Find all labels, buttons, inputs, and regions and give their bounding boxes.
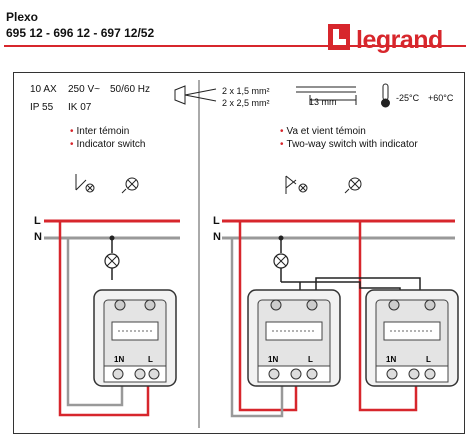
right2-terminal-n-label: 1N <box>386 355 396 364</box>
left-terminal-l-label: L <box>148 355 153 364</box>
right1-terminal-l-label: L <box>308 355 313 364</box>
product-name: Plexo <box>6 10 39 24</box>
right-switch-mechanism-1 <box>247 289 341 387</box>
ip-rating: IP 55 <box>30 102 54 113</box>
rating-frequency: 50/60 Hz <box>110 84 151 95</box>
temperature-max: +60°C <box>428 93 454 103</box>
wire-strip-icon <box>174 85 217 105</box>
right-switch-symbol-icon <box>285 175 308 194</box>
thermometer-icon <box>381 83 390 108</box>
right-live-label: L <box>213 215 220 227</box>
rating-voltage: 250 V~ <box>68 84 100 95</box>
right-label-en: •Two-way switch with indicator <box>280 139 418 150</box>
ik-rating: IK 07 <box>68 102 92 113</box>
right-switch-mechanism-2 <box>365 289 459 387</box>
wire-size-2: 2 x 2,5 mm² <box>222 98 270 108</box>
temperature-min: -25°C <box>396 93 420 103</box>
header-rule <box>4 45 466 47</box>
left-label-en: •Indicator switch <box>70 139 146 150</box>
wire-size-1: 2 x 1,5 mm² <box>222 86 270 96</box>
right-label-fr: •Va et vient témoin <box>280 126 366 137</box>
right2-terminal-l-label: L <box>426 355 431 364</box>
rating-current: 10 AX <box>30 84 57 95</box>
right-neutral-label: N <box>213 231 221 243</box>
left-terminal-n-label: 1N <box>114 355 124 364</box>
left-live-label: L <box>34 215 41 227</box>
right1-terminal-n-label: 1N <box>268 355 278 364</box>
left-switch-mechanism <box>93 289 177 387</box>
left-switch-symbol-icon <box>75 174 95 193</box>
right-wiring <box>230 221 421 418</box>
strip-length: 13 mm <box>309 97 337 107</box>
product-references: 695 12 - 696 12 - 697 12/52 <box>6 26 155 40</box>
left-label-fr: •Inter témoin <box>70 126 130 137</box>
brand-logo: legrand <box>328 24 443 54</box>
right-lamp-symbol-icon <box>344 177 362 194</box>
logo-mark-icon <box>328 24 350 50</box>
brand-wordmark: legrand <box>356 26 443 54</box>
strip-length-icon <box>296 86 357 105</box>
diagram-panel <box>13 72 465 434</box>
left-wiring <box>58 221 150 417</box>
left-lamp-symbol-icon <box>121 177 139 194</box>
left-neutral-label: N <box>34 231 42 243</box>
